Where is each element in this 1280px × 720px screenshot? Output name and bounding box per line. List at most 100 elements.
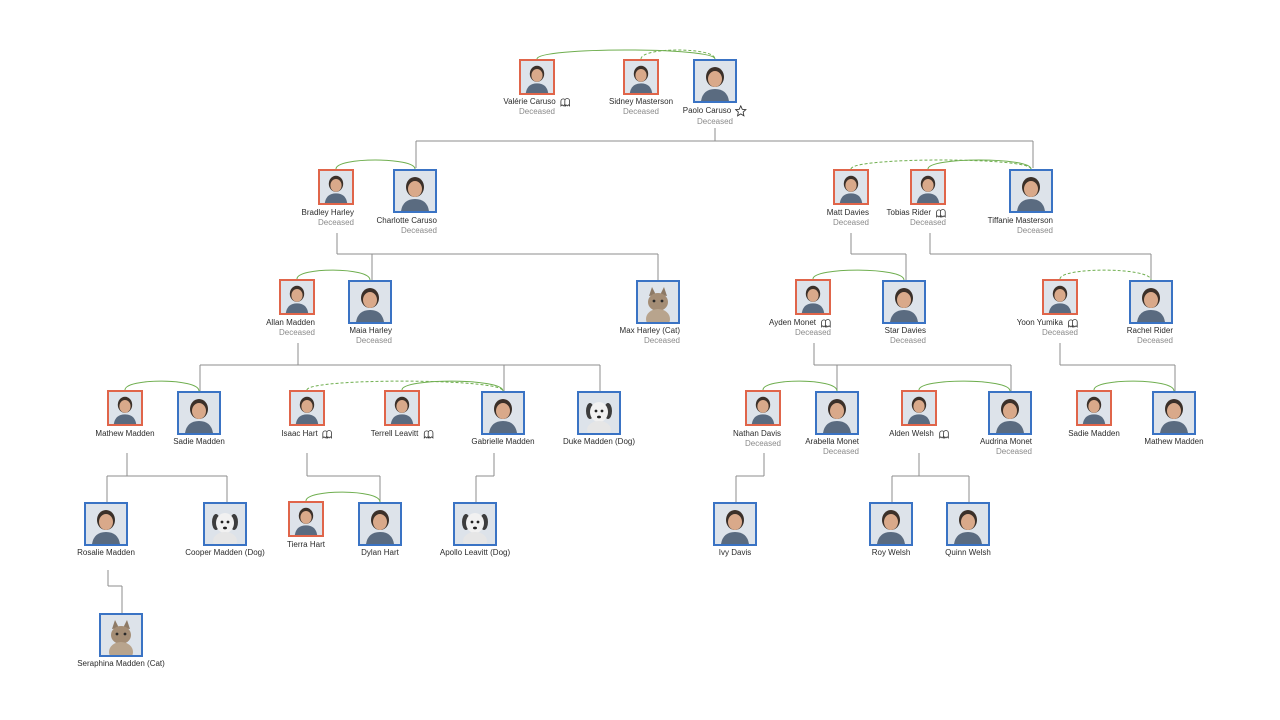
sim-status: Deceased [696,117,734,126]
partner-line [918,380,1011,392]
sim-label: Apollo Leavitt (Dog) [440,548,510,558]
sim-label: Roy Welsh [872,548,911,558]
sim-portrait[interactable] [795,279,831,315]
partner-line [335,159,416,170]
sim-portrait[interactable] [1076,390,1112,426]
sim-name: Maia Harley [349,326,392,335]
partner-line [1059,269,1152,281]
sim-portrait[interactable] [713,502,757,546]
sim-portrait[interactable] [869,502,913,546]
sim-portrait[interactable] [358,502,402,546]
sim-status: Deceased [909,218,946,228]
sim-name: Ivy Davis [718,548,752,557]
sim-status: Deceased [278,328,315,337]
sim-name: Paolo Caruso [682,106,732,116]
partner-line [640,49,716,60]
sim-status: Deceased [889,336,926,345]
sim-name: Nathan Davis [732,429,781,438]
partner-line [927,159,1032,170]
sim-name: Star Davies [884,326,926,335]
sim-label: Mathew Madden [95,429,154,439]
sim-status: Deceased [744,439,781,448]
sim-portrait[interactable] [910,169,946,205]
sim-name: Rachel Rider [1126,326,1173,335]
sim-status: Deceased [794,328,831,338]
sim-portrait[interactable] [288,501,324,537]
sim-name: Tiffanie Masterson [987,216,1053,225]
sim-label: Alden Welsh [889,429,949,439]
sim-portrait[interactable] [519,59,555,95]
sim-status: Deceased [400,226,437,235]
sim-name: Terrell Leavitt [370,429,419,439]
sim-portrait[interactable] [745,390,781,426]
sim-label: Rosalie Madden [77,548,135,558]
sim-portrait[interactable] [901,390,937,426]
ghost-icon [1067,318,1078,328]
sim-portrait[interactable] [623,59,659,95]
sim-portrait[interactable] [84,502,128,546]
sim-portrait[interactable] [693,59,737,103]
partner-line [1093,380,1175,392]
sim-portrait[interactable] [393,169,437,213]
sim-portrait[interactable] [1129,280,1173,324]
ghost-icon [820,318,831,328]
sim-name: Mathew Madden [1144,437,1204,446]
sim-portrait[interactable] [384,390,420,426]
sim-portrait[interactable] [1009,169,1053,213]
sim-name: Charlotte Caruso [376,216,437,225]
sim-portrait[interactable] [348,280,392,324]
dog-portrait[interactable] [577,391,621,435]
sim-name: Tierra Hart [287,540,325,549]
sim-name: Alden Welsh [889,429,934,439]
sim-name: Yoon Yumika [1016,318,1063,328]
ghost-icon [422,429,433,439]
sim-name: Mathew Madden [95,429,155,438]
sim-portrait[interactable] [946,502,990,546]
sim-label: Tierra Hart [287,540,325,550]
partner-line [536,49,716,60]
sim-name: Roy Welsh [871,548,911,557]
sim-status: Deceased [355,336,392,345]
sim-name: Gabrielle Madden [471,437,535,446]
sim-status: Deceased [1041,328,1078,338]
sim-name: Bradley Harley [301,208,354,217]
sim-label: Sadie Madden [1068,429,1120,439]
sim-portrait[interactable] [1152,391,1196,435]
sim-label: Gabrielle Madden [471,437,534,447]
sim-portrait[interactable] [833,169,869,205]
sim-status: Deceased [622,107,660,116]
sim-portrait[interactable] [289,390,325,426]
sim-portrait[interactable] [177,391,221,435]
sim-portrait[interactable] [107,390,143,426]
sim-portrait[interactable] [481,391,525,435]
sim-status: Deceased [317,218,354,227]
sim-name: Duke Madden (Dog) [562,437,636,446]
sim-portrait[interactable] [988,391,1032,435]
sim-label: Terrell Leavitt [371,429,434,439]
sim-portrait[interactable] [279,279,315,315]
cat-portrait[interactable] [636,280,680,324]
cat-portrait[interactable] [99,613,143,657]
sim-name: Sadie Madden [1068,429,1120,438]
sim-portrait[interactable] [318,169,354,205]
sim-label: Dylan Hart [361,548,399,558]
dog-portrait[interactable] [203,502,247,546]
sim-label: Seraphina Madden (Cat) [77,659,165,669]
sim-portrait[interactable] [882,280,926,324]
partner-line [401,380,504,392]
sim-portrait[interactable] [815,391,859,435]
sim-portrait[interactable] [1042,279,1078,315]
sim-status: Deceased [1136,336,1173,345]
sim-label: Quinn Welsh [945,548,991,558]
dog-portrait[interactable] [453,502,497,546]
partner-line [305,491,381,503]
sim-name: Sadie Madden [173,437,225,446]
